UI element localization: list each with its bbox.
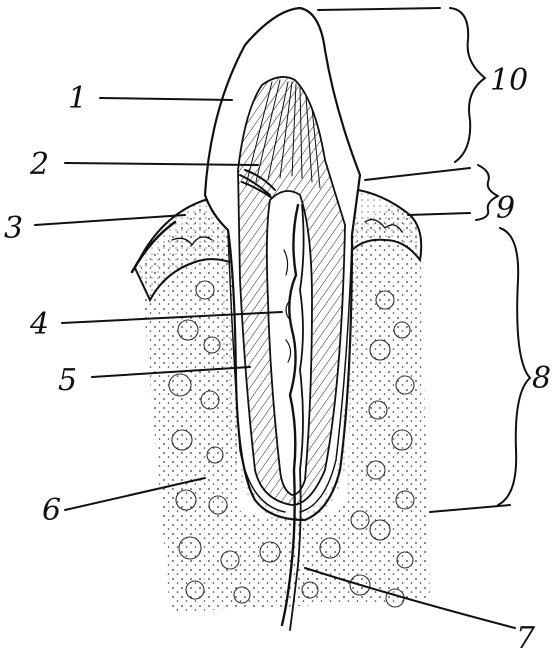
brace-9	[476, 165, 498, 220]
label-6: 6	[42, 493, 61, 528]
leader-3	[35, 215, 185, 225]
leader-9a	[365, 168, 470, 180]
label-3: 3	[4, 211, 23, 246]
leader-8	[430, 505, 510, 512]
leader-9b	[408, 213, 470, 215]
label-1: 1	[68, 81, 87, 116]
leader-1	[100, 98, 232, 100]
label-9: 9	[496, 191, 515, 226]
leader-10	[318, 8, 440, 10]
brace-8	[498, 228, 530, 505]
brace-10	[450, 8, 485, 162]
label-2: 2	[29, 147, 49, 182]
label-5: 5	[58, 363, 77, 398]
label-8: 8	[532, 361, 551, 396]
label-7: 7	[516, 621, 536, 656]
label-10: 10	[490, 63, 528, 98]
label-4: 4	[29, 307, 49, 342]
